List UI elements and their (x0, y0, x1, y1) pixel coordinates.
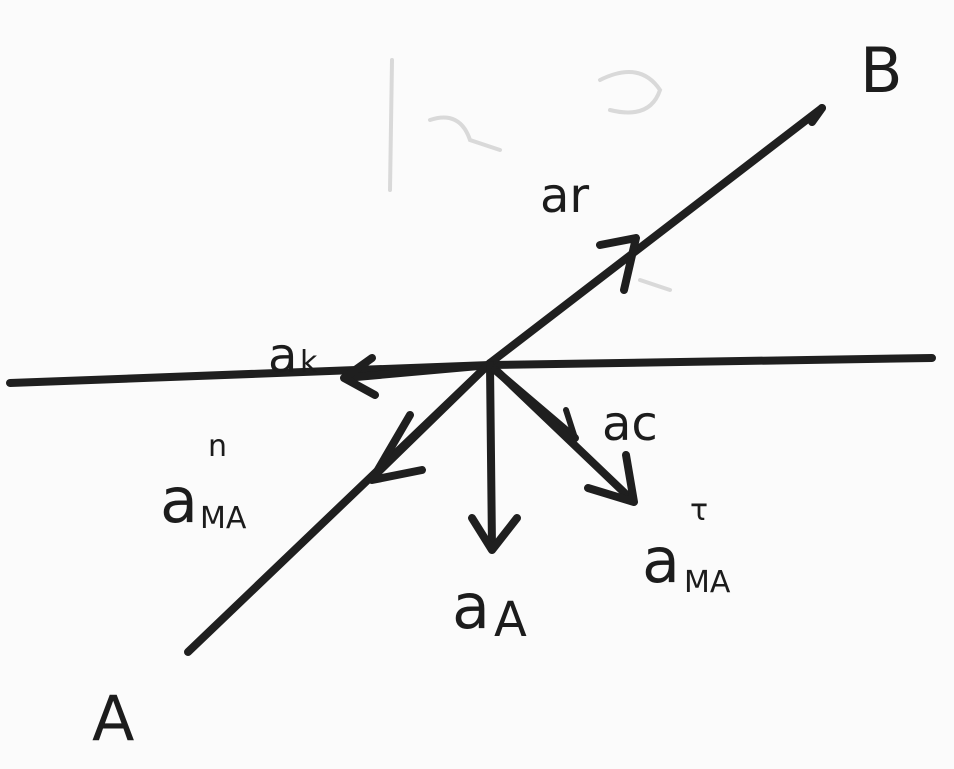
label-amA-tau-main: a (642, 524, 680, 597)
label-amA-tau: a τ MA (642, 493, 731, 600)
label-amA-tau-sub: MA (684, 565, 731, 600)
vector-amA-n-arrow (368, 359, 494, 484)
label-ak-sub: k (300, 345, 318, 380)
label-amA-tau-sup: τ (690, 493, 708, 528)
label-aA: a A (452, 570, 527, 648)
label-aA-sub: A (494, 592, 527, 648)
point-label-b: B (860, 34, 903, 107)
label-ac: ac (602, 396, 658, 452)
label-ar: ar (540, 168, 589, 224)
paper-bleed-through (388, 58, 672, 292)
label-ak-main: a (268, 328, 297, 384)
vector-amA-tau-arrow (494, 368, 638, 506)
vector-aA-arrow (468, 361, 521, 554)
vector-ar-arrowhead (596, 234, 640, 294)
label-amA-n-main: a (160, 464, 198, 537)
label-amA-n-sup: n (208, 429, 227, 464)
label-amA-n: a n MA (160, 429, 247, 537)
label-aA-main: a (452, 570, 490, 643)
label-ak: a k (268, 328, 318, 384)
line-ab-end-b (808, 104, 826, 126)
label-amA-n-sub: MA (200, 501, 247, 536)
point-label-a: A (92, 682, 134, 755)
vector-ak-arrow (340, 354, 494, 399)
